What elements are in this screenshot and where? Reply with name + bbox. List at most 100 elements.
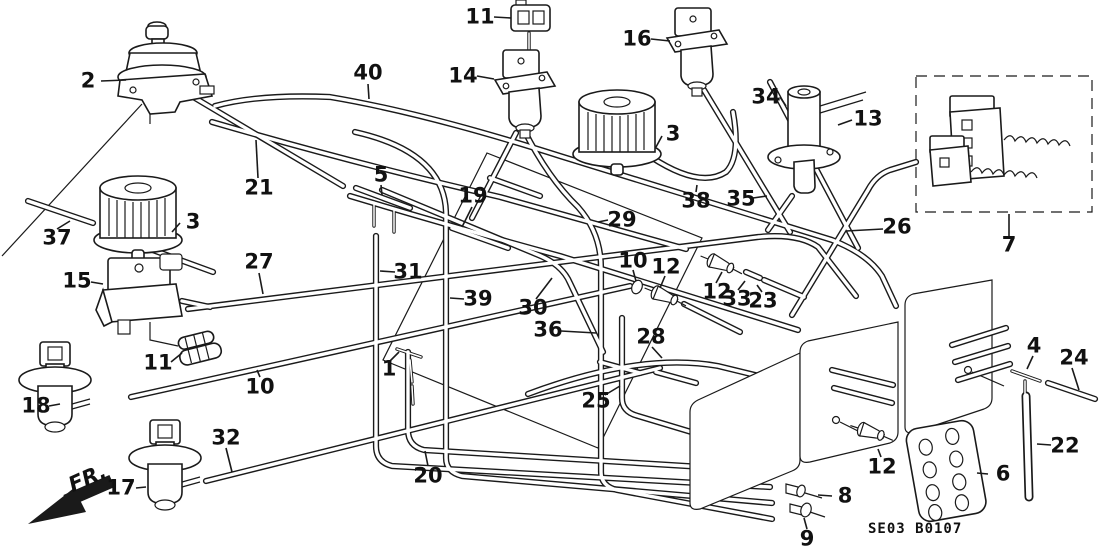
part-label-33: 33 <box>722 286 752 311</box>
bracket-panel-right <box>904 279 1005 434</box>
diagram-code: SE03 B0107 <box>868 521 963 537</box>
tube-core <box>953 344 1010 364</box>
tube-core <box>649 110 738 180</box>
tube-core <box>409 359 413 383</box>
part-label-35: 35 <box>726 186 756 211</box>
part-label-2: 2 <box>80 68 96 93</box>
part-label-1: 1 <box>381 356 397 381</box>
tube-core <box>213 94 898 308</box>
tube-core <box>353 130 774 505</box>
tube-core <box>411 385 414 405</box>
part-label-24: 24 <box>1059 345 1089 370</box>
check-valve-12-b <box>697 248 746 280</box>
part-label-13: 13 <box>853 106 883 131</box>
joint-9 <box>789 502 826 518</box>
part-label-28: 28 <box>636 324 666 349</box>
part-label-30: 30 <box>518 295 548 320</box>
check-valve-18 <box>18 341 92 433</box>
part-label-40: 40 <box>353 60 383 85</box>
part-label-9: 9 <box>799 526 815 551</box>
solenoid-valve-14 <box>494 49 556 139</box>
part-label-10-left: 10 <box>245 374 275 399</box>
tube-core <box>620 316 770 457</box>
part-label-31: 31 <box>393 259 423 284</box>
tube-core <box>654 370 698 385</box>
wire-harness-box-7 <box>915 75 1093 213</box>
tube-core <box>790 160 918 317</box>
part-label-34: 34 <box>751 84 781 109</box>
part-label-23: 23 <box>748 288 778 313</box>
part-label-10-right: 10 <box>618 248 648 273</box>
tube-core <box>1023 393 1032 500</box>
part-label-36: 36 <box>533 317 563 342</box>
tube-core <box>762 278 806 299</box>
tube-core <box>598 360 642 375</box>
part-label-12-c: 12 <box>867 454 897 479</box>
tube-core <box>470 131 518 220</box>
part-label-38: 38 <box>681 188 711 213</box>
part-label-32: 32 <box>211 425 241 450</box>
part-label-19: 19 <box>458 183 488 208</box>
tube-core <box>180 299 212 309</box>
tube-core <box>354 186 412 210</box>
panel-stub-cores <box>830 326 1012 405</box>
part-label-18: 18 <box>21 393 51 418</box>
part-label-20: 20 <box>413 463 443 488</box>
tube-core <box>956 362 1012 382</box>
part-label-5: 5 <box>373 162 389 187</box>
filter-3-left <box>93 175 183 262</box>
tube-core <box>380 188 605 354</box>
solenoid-valve-13 <box>767 85 867 194</box>
part-label-4: 4 <box>1026 333 1042 358</box>
tube-core <box>204 366 662 483</box>
part-label-7: 7 <box>1001 232 1017 257</box>
tube-core <box>1046 381 1097 401</box>
part-label-39: 39 <box>463 286 493 311</box>
leader-lines <box>48 16 1080 530</box>
tube-core <box>129 284 632 399</box>
tube-core <box>950 326 1008 347</box>
tube-core <box>522 128 774 521</box>
tube-core <box>186 234 858 311</box>
part-label-21: 21 <box>244 175 274 200</box>
tube-core <box>702 88 792 234</box>
tube-core <box>832 386 894 405</box>
tube-cores <box>26 32 1097 521</box>
tube-core <box>450 226 510 250</box>
bracket-panel-center <box>689 352 801 510</box>
check-valve-17 <box>128 419 202 511</box>
tube-core <box>488 176 542 198</box>
control-valve-2 <box>117 21 215 124</box>
tube-core <box>1011 370 1041 382</box>
solenoid-valve-15 <box>95 253 183 335</box>
filter-3-center <box>572 89 662 176</box>
tube-core <box>744 270 762 280</box>
part-label-17: 17 <box>106 475 136 500</box>
joint-8 <box>785 483 823 499</box>
part-label-15: 15 <box>62 268 92 293</box>
part-label-8: 8 <box>837 483 853 508</box>
part-label-25: 25 <box>581 388 611 413</box>
tube-core <box>526 360 802 396</box>
part-label-3-left: 3 <box>185 209 201 234</box>
part-label-14: 14 <box>448 63 478 88</box>
part-label-11-left: 11 <box>143 350 173 375</box>
part-label-27: 27 <box>244 249 274 274</box>
solenoid-valve-16 <box>666 7 728 97</box>
tube-core <box>348 194 800 332</box>
part-label-22: 22 <box>1050 433 1080 458</box>
tube-core <box>193 96 345 188</box>
part-label-11-top: 11 <box>465 4 495 29</box>
part-label-16: 16 <box>622 26 652 51</box>
part-label-26: 26 <box>882 214 912 239</box>
part-label-6: 6 <box>995 461 1011 486</box>
fitting-10-right <box>631 279 643 295</box>
part-label-12-a: 12 <box>651 254 681 279</box>
tube-core <box>682 302 742 334</box>
grommet-plate-6 <box>905 419 987 523</box>
tube-core <box>374 234 772 489</box>
tube-core <box>406 350 770 473</box>
part-label-12-b: 12 <box>702 279 732 304</box>
part-label-3-mid: 3 <box>665 121 681 146</box>
